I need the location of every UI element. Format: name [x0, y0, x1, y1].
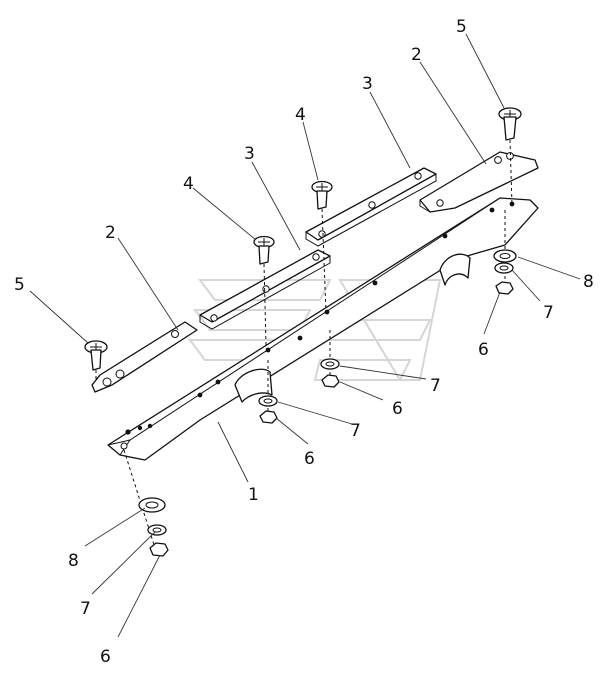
- callout-3-right: 3: [362, 74, 373, 94]
- screw-left-strip: [253, 235, 275, 265]
- lock-washer-left: [147, 524, 167, 536]
- callout-4-right: 4: [295, 105, 306, 125]
- callout-2-right: 2: [411, 45, 422, 65]
- lock-washer-right: [494, 262, 514, 274]
- lock-washer-mid-lower: [258, 395, 278, 407]
- nut-right: [495, 281, 514, 295]
- end-plate-right: [419, 151, 539, 213]
- lock-washer-mid-upper: [320, 358, 340, 370]
- end-plate-left: [91, 321, 198, 393]
- screw-left-end: [84, 340, 108, 371]
- callout-6-mid-upper: 6: [392, 399, 403, 419]
- clamp-strip-right: [305, 167, 437, 247]
- callout-5-left: 5: [14, 275, 25, 295]
- nut-left: [149, 542, 169, 557]
- screw-right-end: [498, 107, 522, 141]
- callout-7-mid-upper: 7: [430, 376, 441, 396]
- washer-flat-left: [138, 497, 166, 513]
- callout-2-left: 2: [105, 223, 116, 243]
- main-bracket: [107, 197, 539, 461]
- callout-6-mid-lower: 6: [304, 449, 315, 469]
- callout-5-right: 5: [456, 17, 467, 37]
- callout-labels: 1 2 2 3 3 4 4 5 5 6 6 6 6 7 7 7 7 8 8: [14, 17, 594, 667]
- callout-7-mid-lower: 7: [350, 421, 361, 441]
- leader-lines: [29, 33, 581, 638]
- callout-3-left: 3: [244, 144, 255, 164]
- callout-7-left: 7: [80, 599, 91, 619]
- callout-4-left: 4: [183, 174, 194, 194]
- callout-6-left: 6: [100, 647, 111, 667]
- callout-1: 1: [248, 485, 259, 505]
- callout-8-left: 8: [68, 551, 79, 571]
- callout-8-right: 8: [583, 272, 594, 292]
- screw-right-strip: [311, 180, 333, 210]
- callout-7-right: 7: [543, 303, 554, 323]
- nut-mid-upper: [321, 374, 340, 388]
- washer-flat-right: [493, 249, 517, 263]
- callout-6-right: 6: [478, 340, 489, 360]
- nut-mid-lower: [259, 410, 278, 424]
